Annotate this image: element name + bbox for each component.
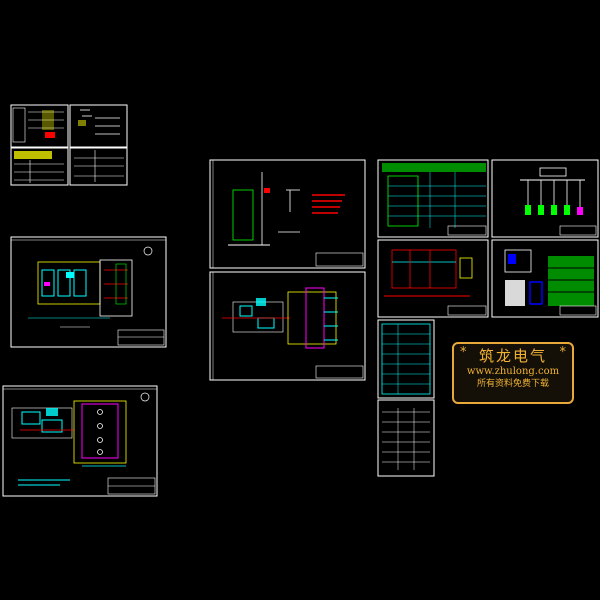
- sheet-layout-plan-2: [2, 385, 158, 497]
- sheet-panel-elevation: [377, 239, 489, 318]
- sheet-wiring-plan: [209, 271, 366, 381]
- sheet-cabinet-detail: [491, 239, 599, 318]
- sheet-material-list-2: [377, 399, 435, 477]
- sheet-cover-3: [10, 147, 69, 186]
- sheet-equipment-table: [377, 159, 489, 238]
- watermark-slogan: 所有资料免费下载: [476, 379, 549, 389]
- watermark-url: www.zhulong.com: [466, 366, 560, 377]
- sheet-section-detail: [209, 159, 366, 269]
- zhulong-watermark: * * 筑龙电气 www.zhulong.com 所有资料免费下载: [452, 342, 574, 404]
- sheet-cover-1: [10, 104, 69, 148]
- sheet-material-list-1: [377, 319, 435, 399]
- sheet-layout-plan-1: [10, 236, 167, 348]
- watermark-brand: 筑龙电气: [478, 347, 547, 365]
- star-right-icon: *: [559, 345, 567, 360]
- star-left-icon: *: [460, 345, 467, 360]
- sheet-cover-4: [69, 147, 128, 186]
- sheet-single-line-diagram: [491, 159, 599, 238]
- sheet-cover-2: [69, 104, 128, 148]
